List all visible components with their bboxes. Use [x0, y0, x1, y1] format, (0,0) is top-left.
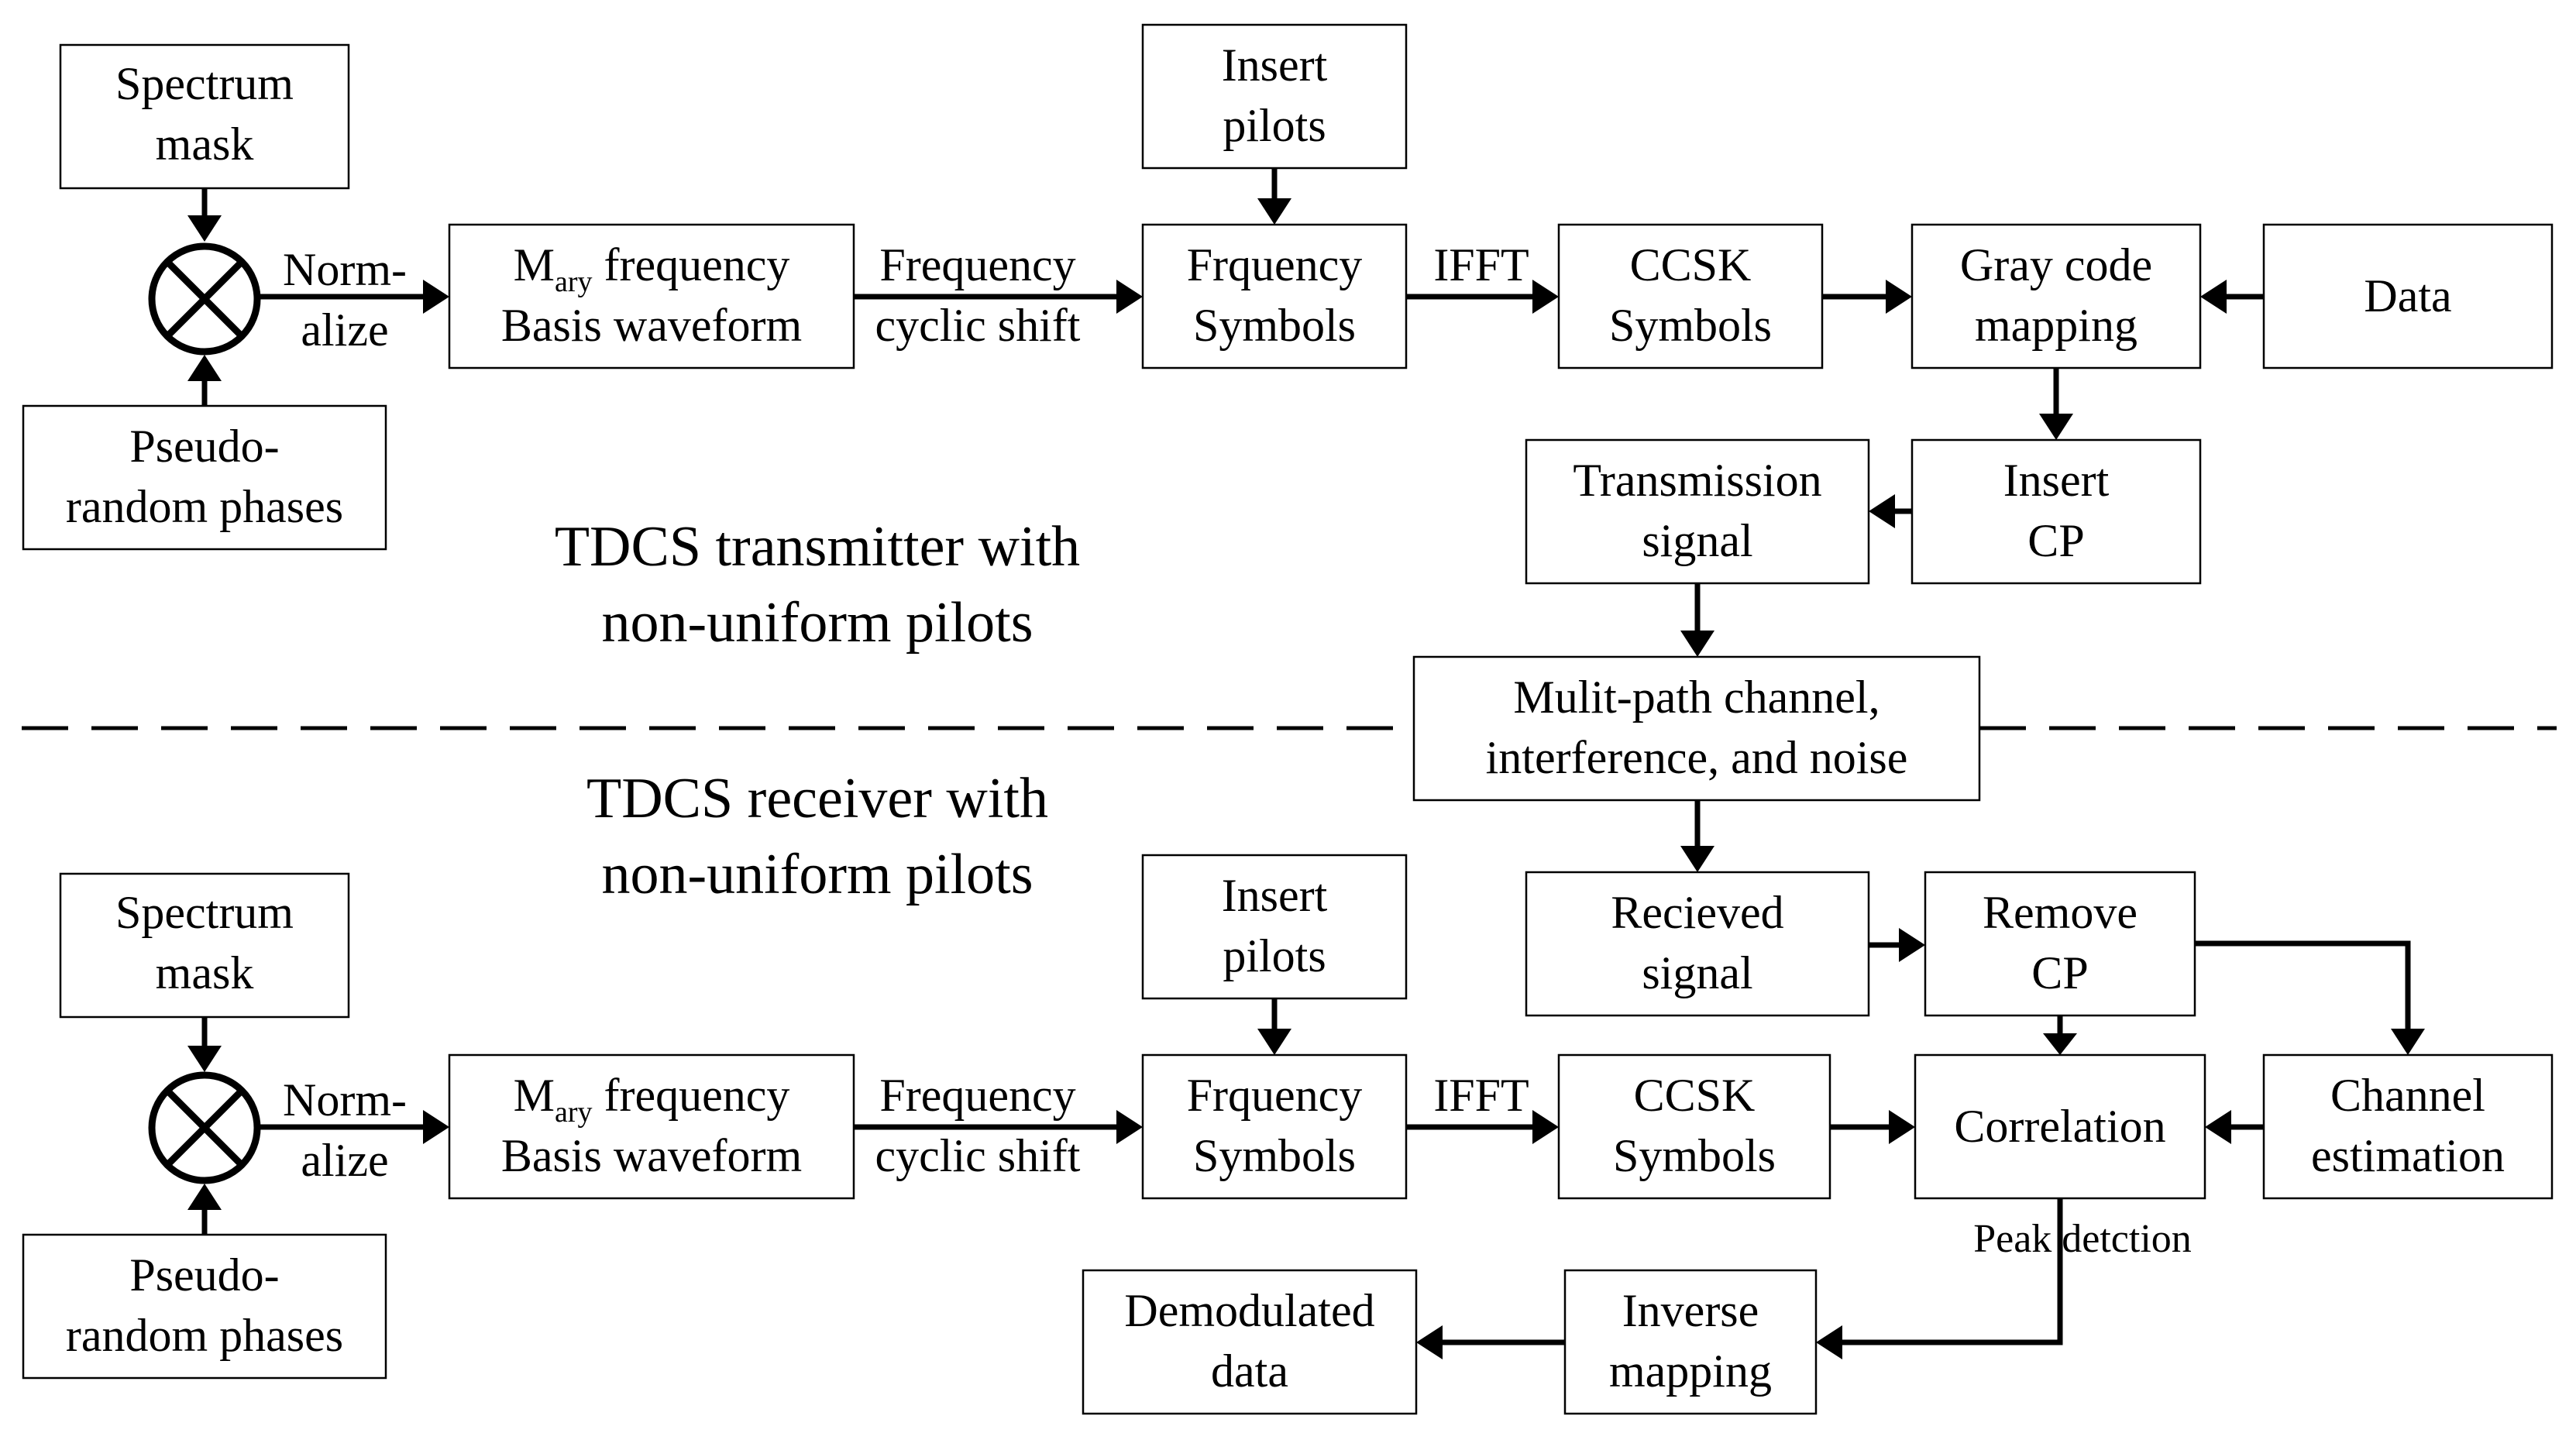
- tx-transmission-line1: Transmission: [1573, 455, 1821, 506]
- rx-normalize-line2: alize: [301, 1135, 388, 1186]
- rx-ccsk-line1: CCSK: [1634, 1070, 1756, 1121]
- rx-insert-pilots-block: Insert pilots: [1141, 854, 1408, 1000]
- tx-frequency-symbols-block: Frquency Symbols: [1141, 223, 1408, 369]
- rx-frequency-symbols-block: Frquency Symbols: [1141, 1053, 1408, 1200]
- rx-remove-cp-line2: CP: [2031, 947, 2088, 998]
- rx-remove-cp-line1: Remove: [1983, 887, 2137, 938]
- rx-pseudo-random-phases-block: Pseudo- random phases: [22, 1233, 387, 1380]
- rx-ifft-label: IFFT: [1433, 1070, 1529, 1121]
- tx-spectrum-mask-block: Spectrum mask: [59, 43, 350, 190]
- tx-mary-line2: Basis waveform: [501, 300, 802, 351]
- channel-block: Mulit-path channel, interference, and no…: [1412, 655, 1981, 802]
- tx-spectrum-mask-line2: mask: [156, 119, 254, 170]
- tx-ccsk-line2: Symbols: [1609, 300, 1772, 351]
- rx-pseudo-random-line2: random phases: [66, 1310, 343, 1361]
- tx-frequency-symbols-line1: Frquency: [1187, 239, 1363, 290]
- tx-mary-basis-waveform-block: Mary frequency Basis waveform: [448, 223, 855, 369]
- rx-multiplier-icon: [148, 1071, 261, 1184]
- rx-connectors: [187, 928, 2425, 1359]
- tx-multiplier-icon: [148, 242, 261, 356]
- tx-pseudo-random-line1: Pseudo-: [129, 421, 279, 472]
- tx-transmission-line2: signal: [1642, 515, 1752, 566]
- rx-channel-estimation-block: Channel estimation: [2262, 1053, 2554, 1200]
- channel-line2: interference, and noise: [1486, 732, 1908, 783]
- tx-gray-code-mapping-block: Gray code mapping: [1911, 223, 2202, 369]
- rx-received-line2: signal: [1642, 947, 1752, 998]
- tx-data-block: Data: [2262, 223, 2554, 369]
- transmitter-section: Spectrum mask Pseudo- random phases Mary…: [22, 23, 2554, 657]
- tx-insert-pilots-line1: Insert: [1222, 40, 1328, 91]
- tx-title-line1: TDCS transmitter with: [555, 515, 1080, 579]
- receiver-section: TDCS receiver with non-uniform pilots Sp…: [22, 767, 2554, 1415]
- rx-spectrum-mask-line1: Spectrum: [115, 887, 294, 938]
- rx-correlation-block: Correlation: [1914, 1053, 2206, 1200]
- rx-demodulated-data-block: Demodulated data: [1082, 1269, 1418, 1415]
- rx-remove-cp-block: Remove CP: [1924, 871, 2196, 1017]
- rx-ccsk-symbols-block: CCSK Symbols: [1557, 1053, 1831, 1200]
- tx-transmission-signal-block: Transmission signal: [1525, 438, 1870, 585]
- rx-mary-line2: Basis waveform: [501, 1130, 802, 1181]
- rx-demodulated-line2: data: [1211, 1345, 1288, 1397]
- rx-cyclic-shift-line1: Frequency: [879, 1070, 1075, 1121]
- tx-insert-pilots-block: Insert pilots: [1141, 23, 1408, 170]
- tx-normalize-line2: alize: [301, 304, 388, 356]
- rx-inverse-mapping-block: Inverse mapping: [1563, 1269, 1818, 1415]
- tx-cyclic-shift-line2: cyclic shift: [875, 300, 1081, 351]
- rx-channel-est-line2: estimation: [2311, 1130, 2505, 1181]
- tx-gray-line1: Gray code: [1960, 239, 2152, 290]
- rx-spectrum-mask-line2: mask: [156, 947, 254, 998]
- tx-connectors: [187, 168, 2264, 657]
- channel-line1: Mulit-path channel,: [1513, 672, 1880, 723]
- tx-frequency-symbols-line2: Symbols: [1193, 300, 1356, 351]
- tx-cyclic-shift-line1: Frequency: [879, 239, 1075, 290]
- rx-cyclic-shift-line2: cyclic shift: [875, 1130, 1081, 1181]
- tx-title-line2: non-uniform pilots: [601, 591, 1033, 655]
- rx-correlation-label: Correlation: [1954, 1101, 2165, 1152]
- channel-to-received-arrowhead: [1680, 846, 1714, 872]
- tx-insert-cp-block: Insert CP: [1911, 438, 2202, 585]
- tx-insert-pilots-line2: pilots: [1223, 100, 1326, 151]
- rx-insert-pilots-line1: Insert: [1222, 870, 1328, 921]
- rx-insert-pilots-line2: pilots: [1223, 930, 1326, 981]
- rx-received-signal-block: Recieved signal: [1525, 871, 1870, 1017]
- rx-title-line2: non-uniform pilots: [601, 843, 1033, 906]
- rx-mary-basis-waveform-block: Mary frequency Basis waveform: [448, 1053, 855, 1200]
- tx-normalize-line1: Norm-: [283, 244, 407, 295]
- tx-ccsk-symbols-block: CCSK Symbols: [1557, 223, 1824, 369]
- rx-received-line1: Recieved: [1611, 887, 1783, 938]
- rx-normalize-line1: Norm-: [283, 1074, 407, 1125]
- tx-ifft-label: IFFT: [1433, 239, 1529, 290]
- tx-pseudo-random-line2: random phases: [66, 481, 343, 532]
- rx-spectrum-mask-block: Spectrum mask: [59, 872, 350, 1019]
- tx-ccsk-line1: CCSK: [1630, 239, 1752, 290]
- rx-inverse-mapping-line1: Inverse: [1622, 1285, 1759, 1336]
- rx-title-line1: TDCS receiver with: [586, 767, 1048, 830]
- rx-frequency-symbols-line1: Frquency: [1187, 1070, 1363, 1121]
- rx-peak-detection-label: Peak detction: [1973, 1217, 2192, 1261]
- rx-inverse-mapping-line2: mapping: [1609, 1345, 1772, 1397]
- tx-insert-cp-line2: CP: [2027, 515, 2084, 566]
- rx-mary-line1: Mary frequency: [514, 1070, 790, 1129]
- rx-demodulated-line1: Demodulated: [1124, 1285, 1374, 1336]
- rx-frequency-symbols-line2: Symbols: [1193, 1130, 1356, 1181]
- rx-channel-est-line1: Channel: [2330, 1070, 2485, 1121]
- tx-data-label: Data: [2364, 270, 2451, 321]
- tx-gray-line2: mapping: [1975, 300, 2137, 351]
- tx-mary-line1: Mary frequency: [514, 239, 790, 298]
- tx-pseudo-random-phases-block: Pseudo- random phases: [22, 404, 387, 551]
- rx-ccsk-line2: Symbols: [1613, 1130, 1776, 1181]
- tx-spectrum-mask-line1: Spectrum: [115, 58, 294, 109]
- rx-pseudo-random-line1: Pseudo-: [129, 1249, 279, 1301]
- tx-insert-cp-line1: Insert: [2003, 455, 2110, 506]
